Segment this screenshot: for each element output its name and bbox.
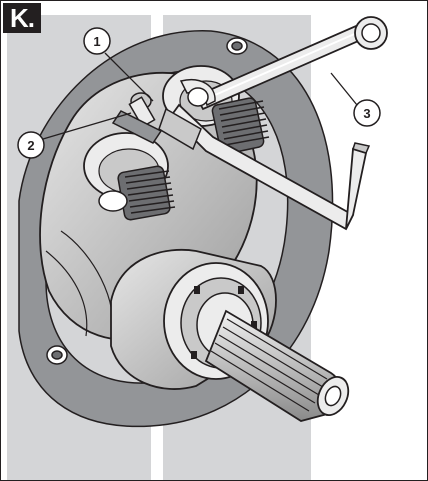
hex-key — [158, 103, 371, 231]
callout-2: 2 — [17, 131, 45, 159]
callout-1-number: 1 — [93, 34, 100, 49]
splined-shaft — [204, 309, 350, 422]
leader-lines — [42, 52, 358, 140]
callout-2-number: 2 — [27, 138, 34, 153]
lower-stud — [83, 132, 176, 221]
step-label: K. — [3, 3, 41, 33]
callout-3: 3 — [353, 99, 381, 127]
combination-wrench — [179, 16, 388, 111]
clamp-bolt — [111, 92, 163, 144]
callout-3-number: 3 — [363, 106, 370, 121]
callout-1: 1 — [83, 27, 111, 55]
